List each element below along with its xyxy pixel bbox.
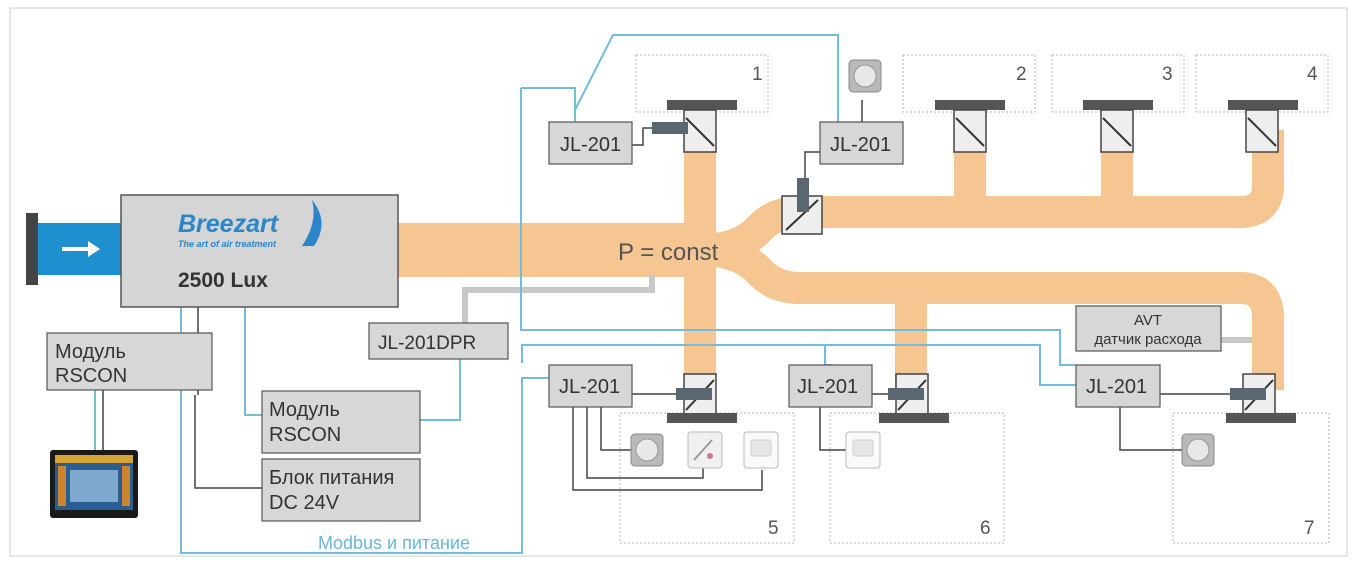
bus-return [520, 88, 1076, 366]
zone-6-number: 6 [980, 518, 991, 539]
motion-sensor-icon [845, 431, 881, 469]
zone-4-outline [1195, 54, 1329, 113]
wire-jl2-actuator [804, 151, 820, 178]
zone-1-number: 1 [752, 64, 763, 85]
thermostat-knob-icon [1181, 433, 1215, 467]
lower-branch [699, 234, 1284, 390]
jl201dpr-box [368, 322, 509, 360]
sail-logo-icon [302, 200, 322, 246]
damper-icon [1083, 100, 1153, 153]
damper-icon [879, 373, 949, 423]
avt-label-line1: AVT [1134, 312, 1162, 329]
bus-left-top [521, 87, 576, 122]
jl201-label-bottom-3: JL-201 [1086, 376, 1147, 398]
zone-5-number: 5 [768, 518, 779, 539]
brand-name: Breezart [178, 210, 280, 238]
pressure-tube [462, 275, 1252, 343]
zone-numbers: 1 2 3 4 5 6 7 [752, 64, 1318, 539]
bus-to-zone7 [825, 344, 1076, 386]
jl201-label-bottom-1: JL-201 [559, 376, 620, 398]
thermostat-knob-icon [630, 433, 664, 467]
rscon-center-box [261, 390, 421, 454]
jl201-box-bottom-3 [1075, 364, 1161, 408]
power-line2: DC 24V [269, 492, 340, 514]
jl201dpr-label: JL-201DPR [378, 333, 476, 354]
damper-icon [1226, 373, 1296, 423]
rscon-center-line1: Модуль [269, 399, 340, 421]
rscon-center-line2: RSCON [269, 424, 341, 446]
inlet-grille [26, 213, 38, 285]
controller-labels: JL-201 JL-201 JL-201 JL-201 JL-201 JL-20… [55, 134, 1202, 514]
thermostats [630, 59, 1215, 467]
rscon-left-line2: RSCON [55, 365, 127, 387]
avt-label-line2: датчик расхода [1094, 331, 1202, 348]
unit-model: 2500 Lux [178, 269, 268, 292]
controller-boxes [46, 121, 1222, 522]
rscon-left-box [46, 332, 213, 391]
bus-to-zone6 [521, 344, 833, 366]
brand-tagline: The art of air treatment [178, 239, 277, 249]
power-supply-box [261, 458, 421, 522]
damper-icon [781, 178, 823, 235]
zone-2-number: 2 [1016, 64, 1027, 85]
jl201-label-top-mid: JL-201 [830, 134, 891, 156]
wire-power [194, 395, 262, 489]
avt-sensor-box [1075, 305, 1222, 352]
wire-jl5-thermo [1119, 405, 1182, 451]
rscon-left-line1: Модуль [55, 341, 126, 363]
power-line1: Блок питания [269, 467, 394, 489]
zone-4-number: 4 [1307, 64, 1318, 85]
bus-dpr [420, 358, 461, 421]
jl201-box-top-left [548, 121, 633, 165]
motion-sensor-icon [743, 431, 779, 469]
zone-3-outline [1051, 54, 1185, 113]
wire-jl3-motion [572, 405, 763, 491]
air-handling-unit: Breezart The art of air treatment 2500 L… [120, 194, 399, 308]
modbus-label: Modbus и питание [318, 533, 470, 553]
control-wires [102, 100, 1230, 491]
pressure-tube-path [462, 275, 655, 323]
wire-jl3-thermo [600, 405, 632, 451]
arrow-right-icon-head [88, 241, 100, 257]
zone-3-number: 3 [1162, 64, 1173, 85]
bus-top [574, 34, 839, 122]
jl201-box-top-mid [819, 121, 904, 165]
jl201-label-top-left: JL-201 [560, 134, 621, 156]
damper-icon [667, 373, 737, 423]
damper-icon [1228, 100, 1298, 153]
modbus-lines [94, 34, 1076, 554]
damper-icon [652, 100, 737, 153]
jl201-box-bottom-1 [548, 364, 633, 408]
damper-icon [935, 100, 1005, 153]
air-inlet [26, 213, 122, 285]
zone-2-outline [902, 54, 1036, 113]
jl201-box-bottom-2 [788, 364, 873, 408]
dampers [652, 100, 1298, 423]
bus-module [244, 307, 262, 416]
diagram-frame [9, 7, 1348, 557]
thermostat-knob-icon [848, 59, 882, 93]
wire-jl4-sensor [819, 405, 848, 451]
jl201-label-bottom-2: JL-201 [797, 376, 858, 398]
wire-jl1-actuator [632, 127, 655, 146]
co2-sensor-icon [687, 431, 723, 469]
zone-7-number: 7 [1304, 518, 1315, 539]
wire-jl3-co2 [586, 405, 704, 479]
bus-main [180, 307, 549, 554]
unit-body [120, 194, 399, 308]
zone-1-outline [635, 54, 769, 113]
touch-panel-icon [50, 450, 138, 518]
pressure-constant-label: P = const [618, 239, 719, 266]
